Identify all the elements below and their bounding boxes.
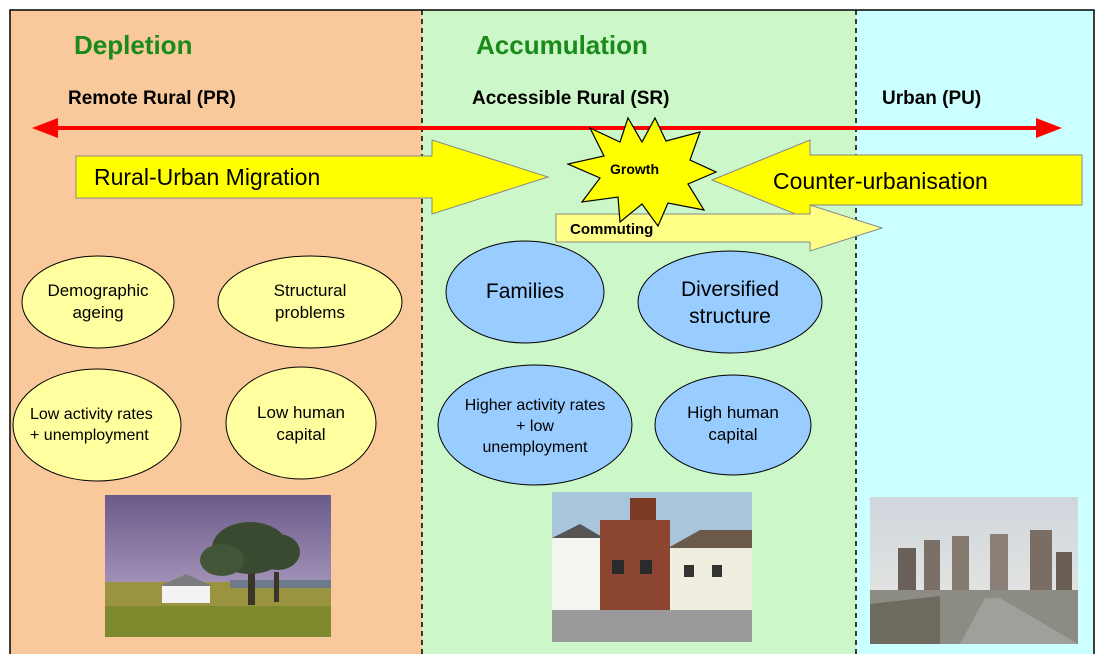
text-low-human-capital: Low human capital	[257, 403, 345, 444]
commuting-arrow	[555, 204, 884, 252]
accessible-rural-photo	[552, 492, 752, 642]
frame	[9, 9, 1095, 654]
region-remote-rural: Remote Rural (PR)	[68, 88, 236, 109]
remote-rural-photo	[105, 495, 331, 637]
text-families: Families	[485, 279, 565, 303]
label-rural-urban-migration: Rural-Urban Migration	[94, 164, 321, 190]
label-commuting: Commuting	[570, 221, 654, 238]
oval-higher-activity	[437, 364, 633, 486]
oval-low-activity	[12, 368, 182, 482]
growth-starburst	[566, 116, 718, 228]
label-growth: Growth	[610, 161, 659, 177]
oval-structural-problems	[217, 255, 403, 349]
urban-photo	[870, 497, 1078, 644]
oval-low-human-capital	[225, 366, 377, 480]
heading-accumulation: Accumulation	[476, 30, 648, 60]
label-counter-urbanisation: Counter-urbanisation	[773, 168, 988, 194]
region-accessible-rural: Accessible Rural (SR)	[472, 88, 670, 109]
text-low-activity: Low activity rates + unemployment	[30, 406, 153, 444]
text-diversified-structure: Diversified structure	[680, 278, 780, 328]
counter-urbanisation-arrow	[710, 139, 1083, 221]
oval-diversified-structure	[637, 250, 823, 354]
region-urban: Urban (PU)	[882, 88, 982, 109]
oval-families	[445, 240, 605, 344]
rural-urban-axis-arrow	[32, 118, 1062, 138]
text-higher-activity: Higher activity rates + low unemployment	[464, 396, 606, 456]
oval-demographic-ageing	[21, 255, 175, 349]
heading-depletion: Depletion	[74, 30, 193, 60]
text-high-human-capital: High human capital	[687, 403, 779, 444]
rural-urban-migration-arrow	[75, 139, 550, 215]
oval-high-human-capital	[654, 374, 812, 476]
text-demographic-ageing: Demographic ageing	[47, 281, 149, 322]
text-structural-problems: Structural problems	[273, 281, 347, 322]
